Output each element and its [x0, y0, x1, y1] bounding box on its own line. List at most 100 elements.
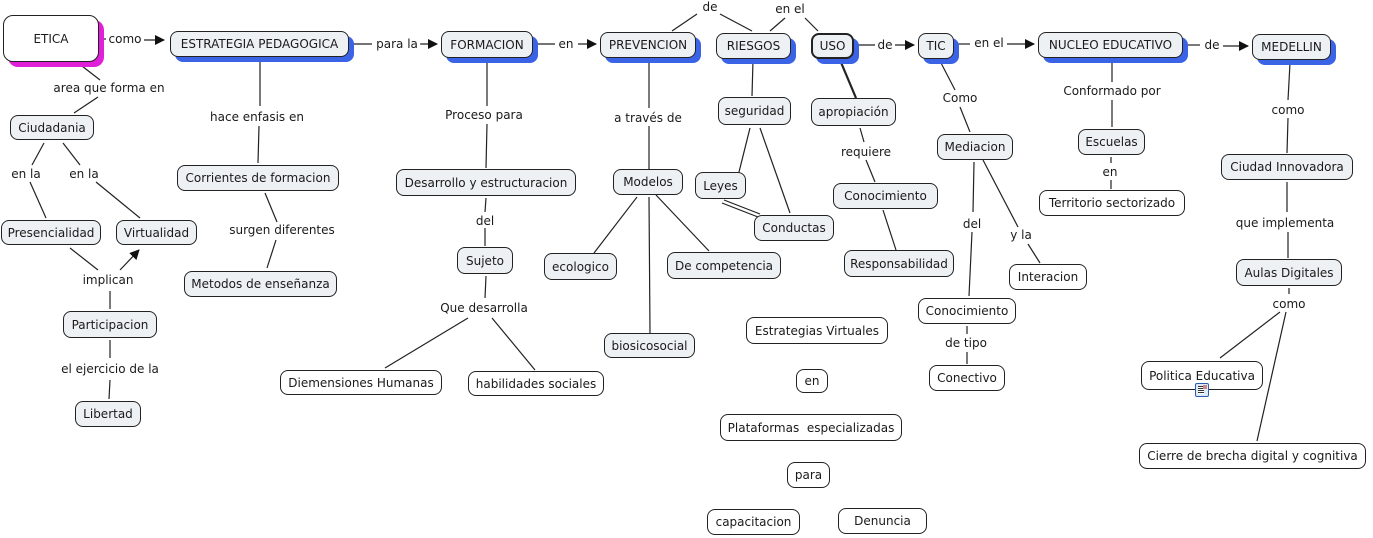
- node-label: Metodos de enseñanza: [191, 277, 330, 291]
- node-denuncia[interactable]: Denuncia: [838, 508, 927, 534]
- link-label-proceso: Proceso para: [443, 108, 525, 122]
- node-label: Denuncia: [854, 514, 911, 528]
- link-surgen-metodos: [266, 239, 277, 269]
- link-label-en-la-1: en la: [9, 167, 43, 181]
- link-mediacion-yla: [982, 159, 1019, 228]
- node-label: biosicosocial: [611, 338, 688, 353]
- node-label: Conocimiento: [925, 304, 1009, 318]
- document-resource-icon[interactable]: [1195, 383, 1209, 397]
- node-tic[interactable]: TIC: [918, 33, 954, 59]
- link-implican-virtualidad: [119, 249, 140, 271]
- node-label: Estrategias Virtuales: [754, 323, 880, 338]
- link-label-en-el-nucleo: en el: [972, 36, 1006, 50]
- node-estrategias-virtuales[interactable]: Estrategias Virtuales: [746, 317, 888, 344]
- node-label: Leyes: [703, 178, 738, 193]
- node-label: Virtualidad: [123, 225, 190, 240]
- node-nucleo-educativo[interactable]: NUCLEO EDUCATIVO: [1038, 32, 1183, 58]
- node-capacitacion[interactable]: capacitacion: [707, 509, 800, 535]
- link-modelos-ecologico: [593, 196, 638, 254]
- node-label: Conductas: [762, 221, 826, 235]
- node-conectivo[interactable]: Conectivo: [929, 365, 1005, 391]
- link-mediacion-del: [972, 161, 975, 213]
- link-conocimiento-responsabilidad: [882, 209, 897, 251]
- node-label: Presencialidad: [7, 225, 95, 240]
- node-habilidades[interactable]: habilidades sociales: [468, 371, 604, 396]
- link-label-que-desarrolla: Que desarrolla: [438, 301, 530, 315]
- node-conductas[interactable]: Conductas: [754, 215, 834, 241]
- link-prevencion-de: [671, 13, 698, 32]
- node-presencialidad[interactable]: Presencialidad: [1, 220, 101, 245]
- link-ciudadania-enla1: [31, 142, 45, 166]
- link-modelos-bio: [648, 196, 651, 334]
- link-como-politica: [1219, 311, 1281, 359]
- node-ecologico[interactable]: ecologico: [544, 253, 617, 280]
- node-cierre-brecha[interactable]: Cierre de brecha digital y cognitiva: [1139, 443, 1366, 469]
- node-seguridad[interactable]: seguridad: [718, 97, 791, 125]
- node-conocimiento-uso[interactable]: Conocimiento: [833, 183, 938, 209]
- node-dimensiones[interactable]: Diemensiones Humanas: [280, 370, 442, 395]
- link-label-surgen: surgen diferentes: [227, 223, 337, 237]
- node-libertad[interactable]: Libertad: [75, 401, 141, 427]
- node-biosicosocial[interactable]: biosicosocial: [604, 333, 695, 358]
- node-participacion[interactable]: Participacion: [63, 311, 157, 338]
- node-territorio[interactable]: Territorio sectorizado: [1039, 190, 1185, 216]
- node-desarrollo[interactable]: Desarrollo y estructuracion: [396, 169, 576, 196]
- node-para[interactable]: para: [787, 462, 830, 488]
- link-label-como: como: [106, 32, 144, 46]
- node-competencia[interactable]: De competencia: [667, 252, 781, 279]
- link-label-y-la: y la: [1008, 228, 1034, 242]
- node-label: USO: [819, 39, 846, 53]
- node-label: apropiación: [818, 105, 889, 119]
- link-label-de-tipo: de tipo: [943, 336, 989, 350]
- node-label: seguridad: [724, 104, 785, 118]
- link-label-en-el-uso: en el: [773, 2, 807, 16]
- node-modelos[interactable]: Modelos: [613, 169, 683, 195]
- link-label-como-tic: Como: [940, 91, 980, 105]
- link-label-ejercicio: el ejercicio de la: [59, 362, 161, 376]
- node-label: capacitacion: [715, 515, 792, 529]
- node-label: ecologico: [552, 259, 609, 274]
- link-medellin-como: [1287, 62, 1291, 101]
- node-uso[interactable]: USO: [811, 33, 854, 59]
- node-virtualidad[interactable]: Virtualidad: [116, 220, 197, 245]
- node-ciudad-innovadora[interactable]: Ciudad Innovadora: [1221, 154, 1353, 180]
- link-label-hace-enfasis: hace enfasis en: [208, 110, 306, 124]
- node-aulas-digitales[interactable]: Aulas Digitales: [1236, 259, 1342, 286]
- link-leyes-conductas-a: [723, 199, 761, 215]
- node-corrientes[interactable]: Corrientes de formacion: [177, 165, 339, 191]
- node-apropiacion[interactable]: apropiación: [811, 98, 896, 126]
- node-estrategia-pedagogica[interactable]: ESTRATEGIA PEDAGOGICA: [170, 31, 349, 57]
- node-label: MEDELLIN: [1261, 40, 1322, 54]
- node-interacion[interactable]: Interacion: [1009, 264, 1087, 290]
- node-politica-educativa[interactable]: Politica Educativa: [1141, 361, 1263, 390]
- node-prevencion[interactable]: PREVENCION: [600, 32, 696, 58]
- link-enla2-virtualidad: [95, 181, 141, 219]
- node-escuelas[interactable]: Escuelas: [1078, 129, 1145, 155]
- node-responsabilidad[interactable]: Responsabilidad: [844, 250, 954, 277]
- node-plataformas[interactable]: Plataformas especializadas: [720, 414, 902, 441]
- link-label-a-traves: a través de: [612, 111, 684, 125]
- node-ciudadania[interactable]: Ciudadania: [10, 115, 94, 140]
- node-sujeto[interactable]: Sujeto: [457, 247, 513, 274]
- node-label: Mediacion: [944, 140, 1006, 154]
- link-label-como-aulas: como: [1270, 297, 1308, 311]
- link-proceso-desarrollo: [485, 123, 488, 169]
- node-riesgos[interactable]: RIESGOS: [716, 33, 791, 59]
- node-label: Conocimiento: [844, 189, 927, 203]
- node-mediacion[interactable]: Mediacion: [937, 134, 1013, 160]
- node-medellin[interactable]: MEDELLIN: [1252, 34, 1331, 60]
- node-leyes[interactable]: Leyes: [695, 172, 746, 199]
- link-label-en-la-2: en la: [67, 167, 101, 181]
- node-label: Ciudadania: [18, 120, 86, 135]
- node-label: Cierre de brecha digital y cognitiva: [1147, 449, 1358, 463]
- node-formacion[interactable]: FORMACION: [441, 31, 533, 58]
- node-en[interactable]: en: [796, 369, 828, 393]
- link-label-de-tic: de: [875, 38, 895, 52]
- link-tic-como: [939, 60, 956, 91]
- node-label: Aulas Digitales: [1244, 265, 1334, 280]
- node-metodos[interactable]: Metodos de enseñanza: [184, 271, 337, 297]
- node-etica[interactable]: ETICA: [3, 15, 99, 62]
- link-hace-corrientes: [257, 125, 260, 164]
- node-conocimiento-tic[interactable]: Conocimiento: [918, 298, 1016, 324]
